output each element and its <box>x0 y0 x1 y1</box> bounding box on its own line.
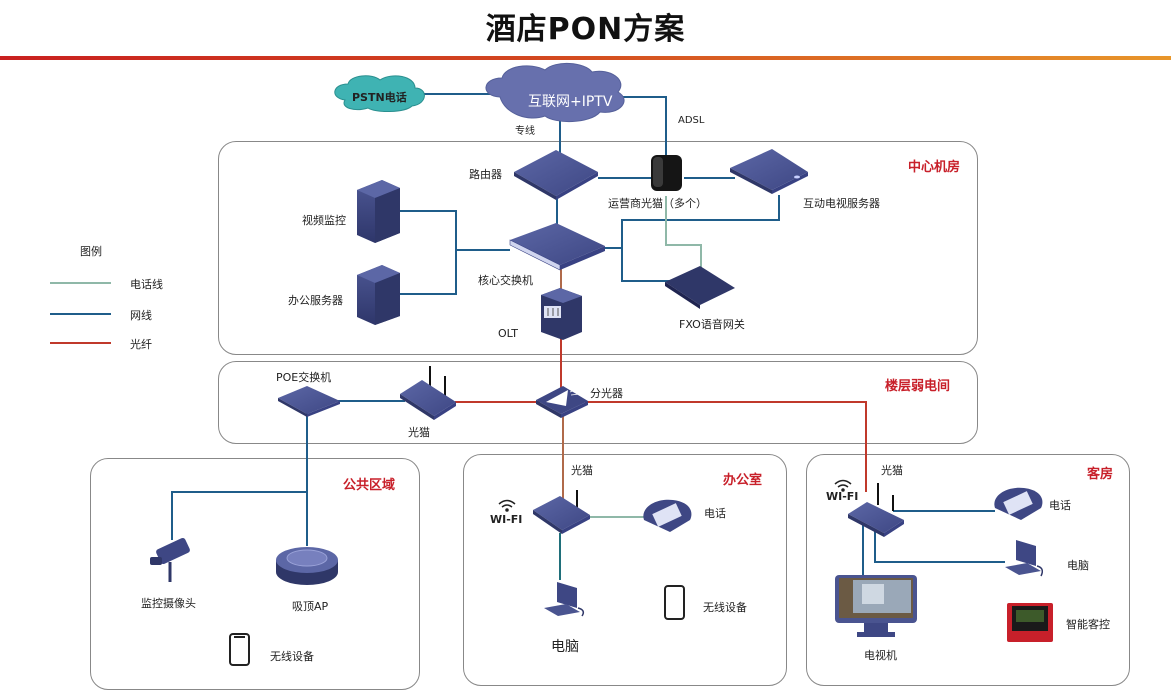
router-label: 路由器 <box>469 168 502 181</box>
office-wireless-label: 无线设备 <box>703 601 747 614</box>
poe-switch-icon <box>278 386 340 417</box>
office-server-label: 办公服务器 <box>288 294 343 307</box>
room-wifi-icon <box>834 479 852 492</box>
pstn-cloud-label: PSTN电话 <box>352 91 407 104</box>
zone-label-guestroom: 客房 <box>1087 467 1114 482</box>
link-office-core <box>400 250 457 295</box>
zone-label-central: 中心机房 <box>908 160 961 175</box>
room-pc-icon <box>1005 540 1044 577</box>
poe-switch-label: POE交换机 <box>276 371 332 384</box>
camera-label: 监控摄像头 <box>141 597 196 610</box>
office-wifi-icon <box>498 499 516 512</box>
zone-floor <box>218 361 978 444</box>
room-phone-icon <box>994 487 1043 520</box>
link-modem-fxo <box>665 196 702 268</box>
iptv-server-label: 互动电视服务器 <box>803 197 880 210</box>
room-tv-label: 电视机 <box>864 649 897 662</box>
room-onu-icon <box>848 483 904 537</box>
room-wifi-label: WI-FI <box>826 490 859 503</box>
internet-cloud-label: 互联网+IPTV <box>528 94 613 110</box>
office-onu-label: 光猫 <box>571 464 593 477</box>
office-pc-icon <box>544 582 585 617</box>
zone-central <box>218 141 978 355</box>
smart-control-icon <box>1007 603 1053 642</box>
fxo-gateway-icon <box>665 266 735 309</box>
core-switch-icon <box>509 223 605 271</box>
zone-label-floor: 楼层弱电间 <box>885 379 951 394</box>
room-onu-label: 光猫 <box>881 464 903 477</box>
office-server-icon <box>357 265 400 325</box>
zone-label-public: 公共区域 <box>343 478 396 493</box>
link-video-core <box>400 210 510 251</box>
title-divider <box>0 56 1171 60</box>
link-room-pc <box>874 530 1005 563</box>
public-wireless-label: 无线设备 <box>270 650 314 663</box>
ceiling-ap-icon <box>276 547 338 585</box>
iptv-server-icon <box>730 149 808 194</box>
link-core-iptv <box>605 195 780 249</box>
legend-title: 图例 <box>80 245 102 258</box>
olt-icon <box>541 288 582 340</box>
core-switch-label: 核心交换机 <box>478 274 533 287</box>
dedicated-line-label: 专线 <box>515 126 535 137</box>
floor-onu-icon <box>400 366 456 420</box>
video-surveillance-label: 视频监控 <box>302 214 346 227</box>
link-poe-camera <box>171 412 308 540</box>
surveillance-camera-icon <box>150 537 190 582</box>
network-diagram <box>50 63 1053 666</box>
adsl-label: ADSL <box>678 115 705 126</box>
legend-lines <box>50 282 111 344</box>
office-mobile-icon <box>664 585 685 620</box>
video-surveillance-server-icon <box>357 180 400 243</box>
legend-label-phone: 电话线 <box>130 278 163 291</box>
office-pc-label: 电脑 <box>551 639 579 655</box>
office-phone-label: 电话 <box>704 507 726 520</box>
floor-onu-label: 光猫 <box>408 426 430 439</box>
office-wifi-label: WI-FI <box>490 513 523 526</box>
office-phone-icon <box>643 499 692 532</box>
room-pc-label: 电脑 <box>1067 559 1089 572</box>
carrier-modem-icon <box>651 155 682 191</box>
carrier-modem-label: 运营商光猫（多个） <box>608 197 707 210</box>
link-core-fxo <box>621 248 670 282</box>
fiber-links <box>455 265 867 502</box>
fiber-splitter-room <box>585 401 867 492</box>
network-links <box>171 93 1005 580</box>
zone-label-office: 办公室 <box>723 473 763 488</box>
public-mobile-icon <box>229 633 250 666</box>
page-title: 酒店PON方案 <box>485 12 686 47</box>
router-icon <box>514 150 598 200</box>
link-adsl <box>610 96 667 160</box>
phone-links <box>588 196 702 518</box>
office-onu-icon <box>533 490 590 534</box>
internet-cloud-icon <box>485 63 625 122</box>
splitter-icon <box>536 386 588 418</box>
room-tv-icon <box>835 575 917 637</box>
legend-label-fiber: 光纤 <box>130 338 152 351</box>
fxo-gateway-label: FXO语音网关 <box>679 318 745 331</box>
room-phone-label: 电话 <box>1049 499 1071 512</box>
legend-label-network: 网线 <box>130 309 152 322</box>
pstn-cloud-icon <box>334 75 425 112</box>
splitter-label: 分光器 <box>590 387 623 400</box>
smart-control-label: 智能客控 <box>1066 618 1110 631</box>
ceiling-ap-label: 吸顶AP <box>292 600 329 613</box>
olt-label: OLT <box>498 327 518 340</box>
